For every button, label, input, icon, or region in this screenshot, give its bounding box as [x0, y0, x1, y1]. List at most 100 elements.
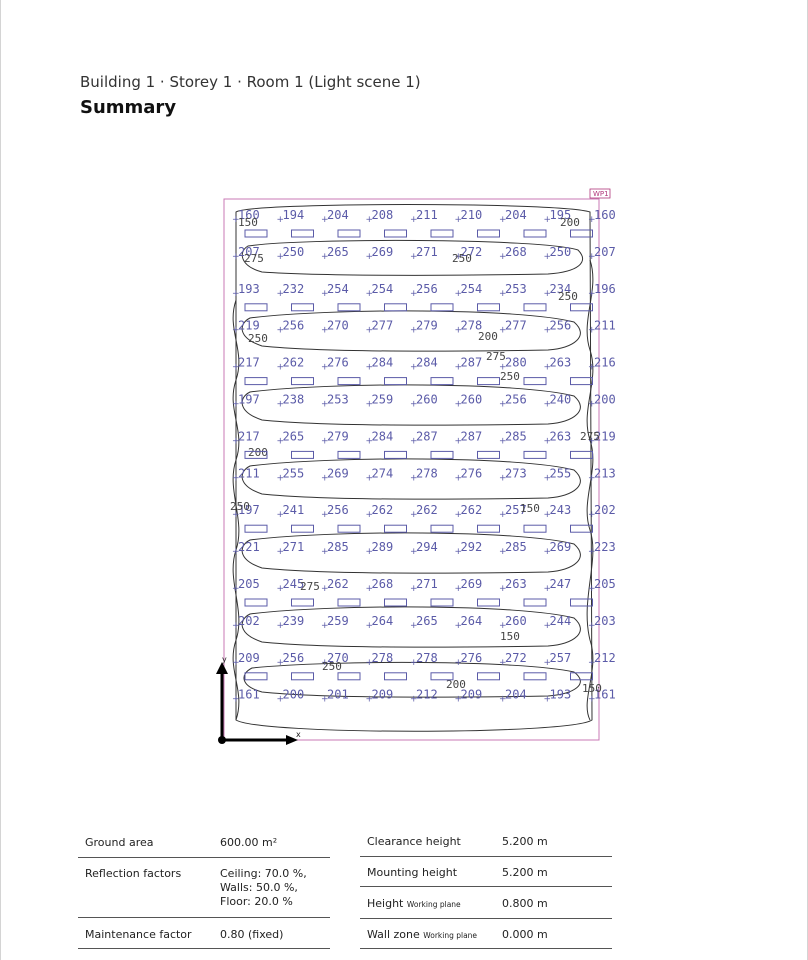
grid-point-marker: +	[321, 473, 329, 483]
grid-point-marker: +	[277, 658, 285, 668]
illuminance-value: 273	[505, 466, 527, 480]
luminaire-symbol	[570, 450, 593, 459]
isoline-label: 200	[560, 216, 580, 229]
grid-point-marker: +	[499, 621, 507, 631]
summary-table-right: Clearance height 5.200 m Mounting height…	[360, 830, 612, 950]
grid-point-marker: +	[410, 621, 418, 631]
isoline-label: 200	[478, 330, 498, 343]
illuminance-value: 217	[238, 429, 260, 443]
luminaire-symbol	[244, 450, 268, 459]
isoline-label: 250	[558, 290, 578, 303]
axis-y-label: y	[222, 655, 227, 664]
illuminance-value: 254	[372, 282, 394, 296]
grid-point-marker: +	[321, 584, 329, 594]
grid-point-marker: +	[232, 621, 240, 631]
illuminance-value: 279	[327, 429, 349, 443]
grid-point-marker: +	[588, 584, 596, 594]
illuminance-value: 207	[238, 245, 260, 259]
grid-point-marker: +	[544, 326, 552, 336]
illuminance-value: 196	[594, 282, 616, 296]
grid-point-marker: +	[410, 658, 418, 668]
luminaire-symbol	[337, 598, 361, 607]
grid-point-marker: +	[455, 547, 463, 557]
isoline-wave	[232, 299, 240, 721]
illuminance-value: 262	[327, 577, 349, 591]
illuminance-value: 197	[238, 503, 260, 517]
grid-point-marker: +	[277, 400, 285, 410]
luminaire-symbol	[291, 303, 314, 312]
luminaire-symbol	[244, 303, 268, 312]
grid-point-marker: +	[499, 326, 507, 336]
luminaire-symbol	[337, 229, 361, 238]
illuminance-value: 256	[283, 651, 305, 665]
isoline-band	[241, 606, 581, 648]
illuminance-value: 200	[594, 393, 616, 407]
illuminance-value: 256	[283, 319, 305, 333]
luminaire-symbol	[291, 377, 314, 386]
grid-point-marker: +	[499, 547, 507, 557]
grid-point-marker: +	[455, 363, 463, 373]
grid-point-marker: +	[366, 695, 374, 705]
illuminance-value: 201	[327, 688, 349, 702]
row-label: Wall zone Working plane	[367, 928, 477, 943]
illuminance-value: 268	[372, 577, 394, 591]
illuminance-value: 161	[238, 688, 260, 702]
illuminance-value: 260	[416, 393, 438, 407]
grid-point-marker: +	[588, 215, 596, 225]
grid-point-marker: +	[499, 473, 507, 483]
luminaire-symbol	[244, 672, 268, 681]
row-label-sub: Working plane	[423, 931, 478, 940]
illuminance-value: 280	[505, 356, 527, 370]
grid-point-marker: +	[410, 289, 418, 299]
isoline-label: 250	[248, 332, 268, 345]
illuminance-value: 205	[594, 577, 616, 591]
luminaire-symbol	[291, 229, 314, 238]
isoline-band	[241, 458, 581, 500]
grid-point-marker: +	[410, 215, 418, 225]
row-label-sub: Working plane	[406, 900, 461, 909]
luminaire-symbol	[523, 524, 547, 533]
luminaires	[244, 229, 593, 681]
illuminance-value: 272	[505, 651, 527, 665]
grid-point-marker: +	[455, 252, 463, 262]
luminaire-symbol	[384, 672, 407, 681]
axis-x-label: x	[296, 730, 301, 739]
page-border-left	[0, 0, 1, 960]
grid-point-marker: +	[588, 436, 596, 446]
illuminance-value: 204	[505, 208, 527, 222]
illuminance-value: 234	[550, 282, 572, 296]
table-row: Wall zone Working plane 0.000 m	[360, 923, 612, 949]
illuminance-value: 260	[505, 614, 527, 628]
grid-point-marker: +	[232, 584, 240, 594]
illuminance-value: 278	[461, 319, 483, 333]
luminaire-symbol	[523, 672, 547, 681]
isoline-label: 275	[580, 430, 600, 443]
grid-point-marker: +	[277, 473, 285, 483]
illuminance-value: 269	[327, 466, 349, 480]
grid-point-marker: +	[499, 363, 507, 373]
illuminance-value: 259	[372, 393, 394, 407]
illuminance-value: 212	[594, 651, 616, 665]
row-label-main: Height	[367, 897, 404, 910]
luminaire-symbol	[337, 450, 361, 459]
luminaire-symbol	[523, 303, 547, 312]
grid-point-marker: +	[544, 621, 552, 631]
grid-point-marker: +	[366, 547, 374, 557]
grid-point-marker: +	[277, 289, 285, 299]
illuminance-value: 289	[372, 540, 394, 554]
illuminance-value: 259	[327, 614, 349, 628]
illuminance-value: 256	[505, 393, 527, 407]
illuminance-value: 203	[594, 614, 616, 628]
illuminance-value: 253	[505, 282, 527, 296]
illuminance-value: 257	[550, 651, 572, 665]
grid-point-marker: +	[366, 215, 374, 225]
illuminance-value: 217	[238, 356, 260, 370]
grid-point-marker: +	[410, 436, 418, 446]
grid-point-marker: +	[232, 252, 240, 262]
grid-point-marker: +	[277, 215, 285, 225]
illuminance-value: 195	[550, 208, 572, 222]
isolines	[232, 204, 594, 732]
table-row: Mounting height 5.200 m	[360, 860, 612, 887]
isoline-label: 200	[248, 446, 268, 459]
